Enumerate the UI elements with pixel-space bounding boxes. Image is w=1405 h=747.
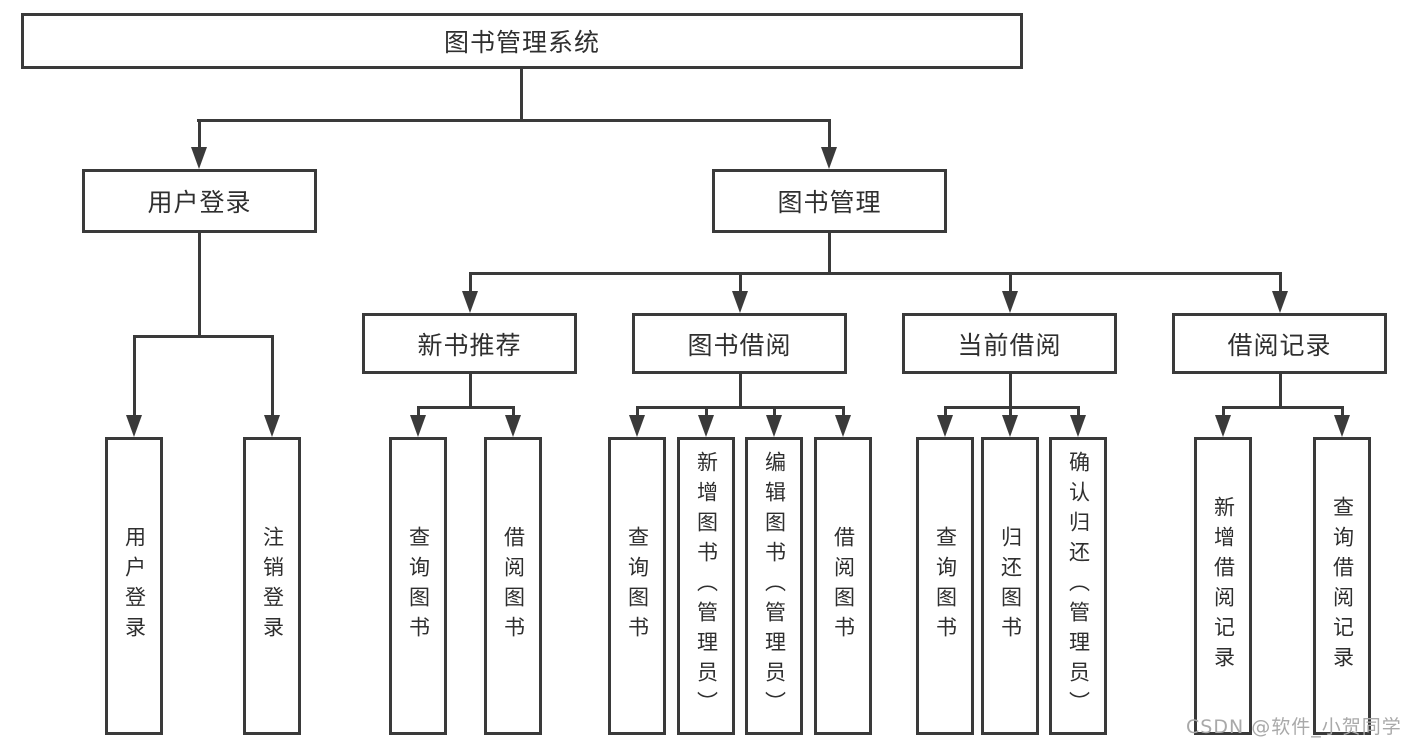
connector-line [1222, 406, 1344, 409]
leaf-label: 新增借阅记录 [1211, 496, 1236, 676]
leaf-add-book-admin: 新增图书（管理员） [677, 437, 735, 735]
connector-line [773, 407, 776, 416]
node-new-book-recommendation: 新书推荐 [362, 313, 577, 374]
arrowhead-down-icon [1070, 415, 1086, 437]
leaf-edit-book-admin: 编辑图书（管理员） [745, 437, 803, 735]
leaf-user-login: 用户登录 [105, 437, 163, 735]
arrowhead-down-icon [126, 415, 142, 437]
connector-line [198, 233, 201, 337]
arrowhead-down-icon [410, 415, 426, 437]
connector-line [1009, 374, 1012, 408]
node-user-login: 用户登录 [82, 169, 317, 233]
leaf-query-books-current: 查询图书 [916, 437, 974, 735]
connector-line [520, 69, 523, 120]
connector-line [469, 374, 472, 408]
arrowhead-down-icon [1334, 415, 1350, 437]
leaf-query-books-recommend: 查询图书 [389, 437, 447, 735]
connector-line [512, 407, 515, 416]
connector-line [271, 336, 274, 415]
connector-line [1077, 407, 1080, 416]
connector-line [828, 120, 831, 147]
leaf-label: 归还图书 [998, 526, 1023, 646]
leaf-label: 借阅图书 [831, 526, 856, 646]
leaf-label: 借阅图书 [501, 526, 526, 646]
arrowhead-down-icon [462, 291, 478, 313]
node-label: 图书管理 [777, 188, 882, 217]
node-book-management: 图书管理 [712, 169, 947, 233]
arrowhead-down-icon [505, 415, 521, 437]
connector-line [636, 407, 639, 416]
leaf-label: 确认归还（管理员） [1066, 451, 1091, 721]
connector-line [1341, 407, 1344, 416]
leaf-label: 新增图书（管理员） [694, 451, 719, 721]
connector-line [133, 335, 274, 338]
connector-line [828, 233, 831, 275]
arrowhead-down-icon [264, 415, 280, 437]
arrowhead-down-icon [1002, 415, 1018, 437]
connector-line [944, 407, 947, 416]
leaf-borrow-books-borrowing: 借阅图书 [814, 437, 872, 735]
connector-line [842, 407, 845, 416]
connector-line [1222, 407, 1225, 416]
connector-line [1279, 374, 1282, 408]
leaf-borrow-books-recommend: 借阅图书 [484, 437, 542, 735]
connector-line [739, 374, 742, 408]
leaf-label: 查询图书 [406, 526, 431, 646]
arrowhead-down-icon [1215, 415, 1231, 437]
connector-line [133, 336, 136, 415]
connector-line [1009, 407, 1012, 416]
arrowhead-down-icon [835, 415, 851, 437]
node-label: 用户登录 [147, 188, 252, 217]
node-label: 新书推荐 [417, 330, 522, 360]
connector-line [469, 272, 1282, 275]
leaf-logout: 注销登录 [243, 437, 301, 735]
leaf-label: 编辑图书（管理员） [762, 451, 787, 721]
node-label: 图书借阅 [687, 330, 792, 360]
connector-line [197, 119, 831, 122]
arrowhead-down-icon [1272, 291, 1288, 313]
leaf-label: 查询图书 [933, 526, 958, 646]
leaf-label: 查询图书 [625, 526, 650, 646]
connector-line [1009, 273, 1012, 291]
leaf-add-borrow-record: 新增借阅记录 [1194, 437, 1252, 735]
arrowhead-down-icon [732, 291, 748, 313]
connector-line [417, 406, 515, 409]
leaf-label: 注销登录 [260, 526, 285, 646]
node-borrowing-records: 借阅记录 [1172, 313, 1387, 374]
connector-line [944, 406, 1080, 409]
node-book-borrowing: 图书借阅 [632, 313, 847, 374]
arrowhead-down-icon [937, 415, 953, 437]
leaf-return-book: 归还图书 [981, 437, 1039, 735]
csdn-watermark: CSDN @软件_小贺同学 [1186, 716, 1402, 738]
arrowhead-down-icon [191, 147, 207, 169]
arrowhead-down-icon [821, 147, 837, 169]
arrowhead-down-icon [766, 415, 782, 437]
node-label: 图书管理系统 [443, 28, 600, 57]
connector-line [739, 273, 742, 291]
leaf-label: 用户登录 [122, 526, 147, 646]
node-label: 当前借阅 [957, 330, 1062, 360]
node-library-management-system: 图书管理系统 [21, 13, 1023, 69]
node-current-borrowing: 当前借阅 [902, 313, 1117, 374]
leaf-confirm-return-admin: 确认归还（管理员） [1049, 437, 1107, 735]
connector-line [705, 407, 708, 416]
arrowhead-down-icon [698, 415, 714, 437]
leaf-label: 查询借阅记录 [1330, 496, 1355, 676]
connector-line [198, 120, 201, 147]
node-label: 借阅记录 [1227, 330, 1332, 360]
arrowhead-down-icon [629, 415, 645, 437]
leaf-query-books-borrowing: 查询图书 [608, 437, 666, 735]
connector-line [1279, 273, 1282, 291]
connector-line [636, 406, 845, 409]
connector-line [469, 273, 472, 291]
arrowhead-down-icon [1002, 291, 1018, 313]
leaf-query-borrow-record: 查询借阅记录 [1313, 437, 1371, 735]
connector-line [417, 407, 420, 416]
